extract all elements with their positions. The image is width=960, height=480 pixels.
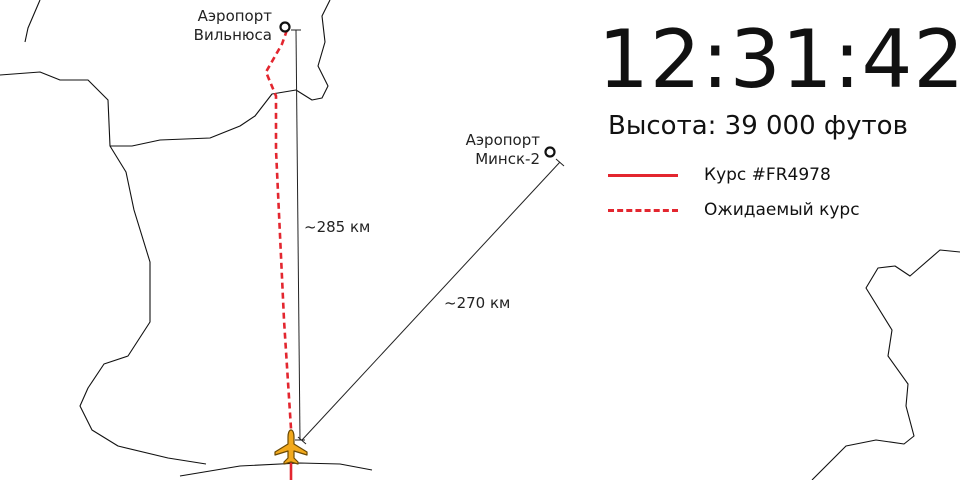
clock-display: 12:31:42	[598, 13, 960, 106]
legend-label: Курс #FR4978	[704, 165, 831, 185]
distance-line-vilnius	[295, 29, 301, 441]
legend-label: Ожидаемый курс	[704, 200, 860, 220]
airport-label-line: Аэропорт	[465, 131, 540, 149]
border-line	[811, 249, 960, 480]
border-line	[179, 462, 373, 477]
airport-label-minsk: Аэропорт Минск-2	[440, 131, 540, 169]
expected-course-line	[264, 29, 294, 445]
border-line	[79, 145, 207, 465]
airport-label-line: Вильнюса	[193, 26, 272, 44]
border-line	[24, 0, 41, 43]
legend-item-flight-course: Курс #FR4978	[608, 163, 831, 187]
distance-label-minsk: ~270 км	[444, 294, 511, 312]
legend-dashed-line	[608, 208, 678, 212]
legend-item-expected-course: Ожидаемый курс	[608, 198, 860, 222]
distance-line-minsk	[301, 161, 561, 441]
airport-marker-icon[interactable]	[544, 146, 556, 158]
airport-label-vilnius: Аэропорт Вильнюса	[172, 7, 272, 45]
airplane-icon[interactable]	[274, 429, 308, 465]
border-line	[0, 0, 331, 147]
legend-solid-line	[608, 173, 678, 177]
distance-label-vilnius: ~285 км	[304, 218, 371, 236]
altitude-readout: Высота: 39 000 футов	[608, 111, 908, 141]
airport-label-line: Минск-2	[475, 150, 540, 168]
airport-marker-icon[interactable]	[279, 21, 291, 33]
distance-lines	[291, 29, 565, 445]
airport-label-line: Аэропорт	[197, 7, 272, 25]
